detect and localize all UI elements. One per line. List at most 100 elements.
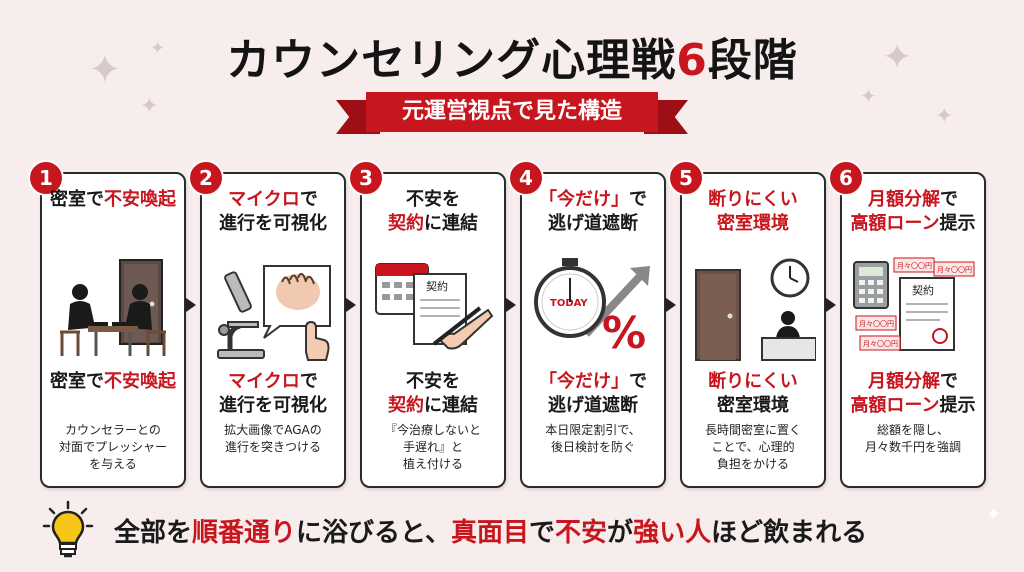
description-line: 植え付ける <box>402 457 463 471</box>
description-line: 総額を隠し、 <box>876 423 949 437</box>
step-description: 総額を隠し、月々数千円を強調 <box>844 422 982 456</box>
step-header: 「今だけ」で逃げ道遮断 <box>522 188 664 236</box>
step-illustration: 契約 月々〇〇円 月々〇〇円 月々〇〇円 月々〇〇円 <box>850 252 976 364</box>
text-segment: 断りにくい <box>708 371 798 392</box>
step-number-badge: 3 <box>348 160 384 196</box>
text-segment: 順番通り <box>192 518 297 548</box>
description-line: 進行を突きつける <box>224 440 321 454</box>
text-segment: 提示 <box>939 395 976 416</box>
page-title: カウンセリング心理戦6段階 <box>0 24 1024 88</box>
title-number: 6 <box>676 35 708 86</box>
step-subheading: 不安を契約に連結 <box>362 370 504 418</box>
text-segment: 提示 <box>939 213 976 234</box>
description-line: 長時間密室に置く <box>704 423 801 437</box>
description-line: 手遅れ』と <box>402 440 463 454</box>
person-icon <box>112 284 152 330</box>
text-segment: 不安 <box>406 371 442 392</box>
step-subheading: 断りにくい密室環境 <box>682 370 824 418</box>
bottom-message: 全部を順番通りに浴びると、真面目で不安が強い人ほど飲まれる <box>114 512 867 549</box>
sparkle-icon: ✦ <box>150 38 166 59</box>
step-description: 本日限定割引で、後日検討を防ぐ <box>524 422 662 456</box>
sparkle-icon: ✦ <box>986 504 1002 525</box>
lightbulb-icon <box>42 500 94 558</box>
text-segment: で <box>529 518 556 548</box>
flow-arrow-icon <box>826 298 836 312</box>
text-segment: 密室環境 <box>717 395 789 416</box>
text-segment: 不安喚起 <box>104 371 176 392</box>
svg-text:月々〇〇円: 月々〇〇円 <box>863 340 898 348</box>
flow-arrow-icon <box>186 298 196 312</box>
text-segment: に連結 <box>424 395 478 416</box>
description-line: 本日限定割引で、 <box>545 423 641 437</box>
step-number-badge: 4 <box>508 160 544 196</box>
text-segment: 逃げ道遮断 <box>548 213 638 234</box>
step-illustration <box>50 252 176 364</box>
person-icon <box>68 284 108 330</box>
description-line: 後日検討を防ぐ <box>550 440 635 454</box>
microscope-icon <box>217 271 265 359</box>
sparkle-icon: ✦ <box>882 37 913 78</box>
step-header: 密室で不安喚起 <box>42 188 184 212</box>
text-segment: に連結 <box>424 213 478 234</box>
step-illustration <box>690 252 817 364</box>
description-line: カウンセラーとの <box>65 423 161 437</box>
wall-clock-icon <box>770 258 810 298</box>
step-description: 拡大画像でAGAの進行を突きつける <box>204 422 342 456</box>
text-segment: 全部を <box>114 518 193 548</box>
text-segment: 高額ローン <box>850 395 940 416</box>
step-header: マイクロで進行を可視化 <box>202 188 344 236</box>
text-segment: 密室環境 <box>717 213 789 234</box>
text-segment: で <box>940 371 958 392</box>
text-segment: 「今だけ」 <box>539 189 629 210</box>
pen-hand-icon <box>432 306 494 350</box>
text-segment: 契約 <box>388 395 424 416</box>
text-segment: 月額分解 <box>868 189 940 210</box>
title-suffix: 段階 <box>707 35 798 86</box>
step-number-badge: 2 <box>188 160 224 196</box>
step-number-badge: 6 <box>828 160 864 196</box>
description-line: ことで、心理的 <box>711 440 795 454</box>
step-number-badge: 5 <box>668 160 704 196</box>
svg-text:TODAY: TODAY <box>550 298 588 309</box>
stopwatch-icon: TODAY <box>534 258 606 338</box>
text-segment: 不安 <box>555 518 608 548</box>
svg-text:契約: 契約 <box>426 279 448 293</box>
svg-text:月々〇〇円: 月々〇〇円 <box>859 320 894 328</box>
flow-arrow-icon <box>506 298 516 312</box>
flow-arrow-icon <box>666 298 676 312</box>
text-segment: 進行を可視化 <box>219 395 327 416</box>
subtitle: 元運営視点で見た構造 <box>366 92 658 132</box>
text-segment: 契約 <box>388 213 424 234</box>
text-segment: で <box>940 189 958 210</box>
description-line: を与える <box>89 457 137 471</box>
text-segment: が <box>607 518 634 548</box>
text-segment: で <box>629 189 647 210</box>
step-description: 長時間密室に置くことで、心理的負担をかける <box>684 422 822 473</box>
step-description: 『今治療しないと手遅れ』と植え付ける <box>364 422 502 473</box>
description-line: 月々数千円を強調 <box>864 440 961 454</box>
text-segment: 不安 <box>406 189 442 210</box>
description-line: 『今治療しないと <box>384 423 481 437</box>
step-header: 月額分解で高額ローン提示 <box>842 188 984 236</box>
step-header: 断りにくい密室環境 <box>682 188 824 236</box>
text-segment: 進行を可視化 <box>219 213 327 234</box>
subtitle-ribbon: 元運営視点で見た構造 <box>336 92 688 138</box>
text-segment: で <box>299 189 318 210</box>
sparkle-icon: ✦ <box>140 94 159 119</box>
desk-person-icon <box>761 311 817 361</box>
step-subheading: 密室で不安喚起 <box>42 370 184 394</box>
step-illustration: 契約 <box>370 252 496 364</box>
text-segment: 不安喚起 <box>104 189 176 210</box>
step-subheading: 月額分解で高額ローン提示 <box>842 370 984 418</box>
step-header: 不安を契約に連結 <box>362 188 504 236</box>
contract-icon: 契約 <box>899 277 955 351</box>
sparkle-icon: ✦ <box>860 84 877 108</box>
description-line: 対面でプレッシャー <box>58 440 167 454</box>
text-segment: を <box>442 189 460 210</box>
text-segment: ほど飲まれる <box>711 518 868 548</box>
door-icon <box>695 269 741 361</box>
text-segment: を <box>442 371 460 392</box>
